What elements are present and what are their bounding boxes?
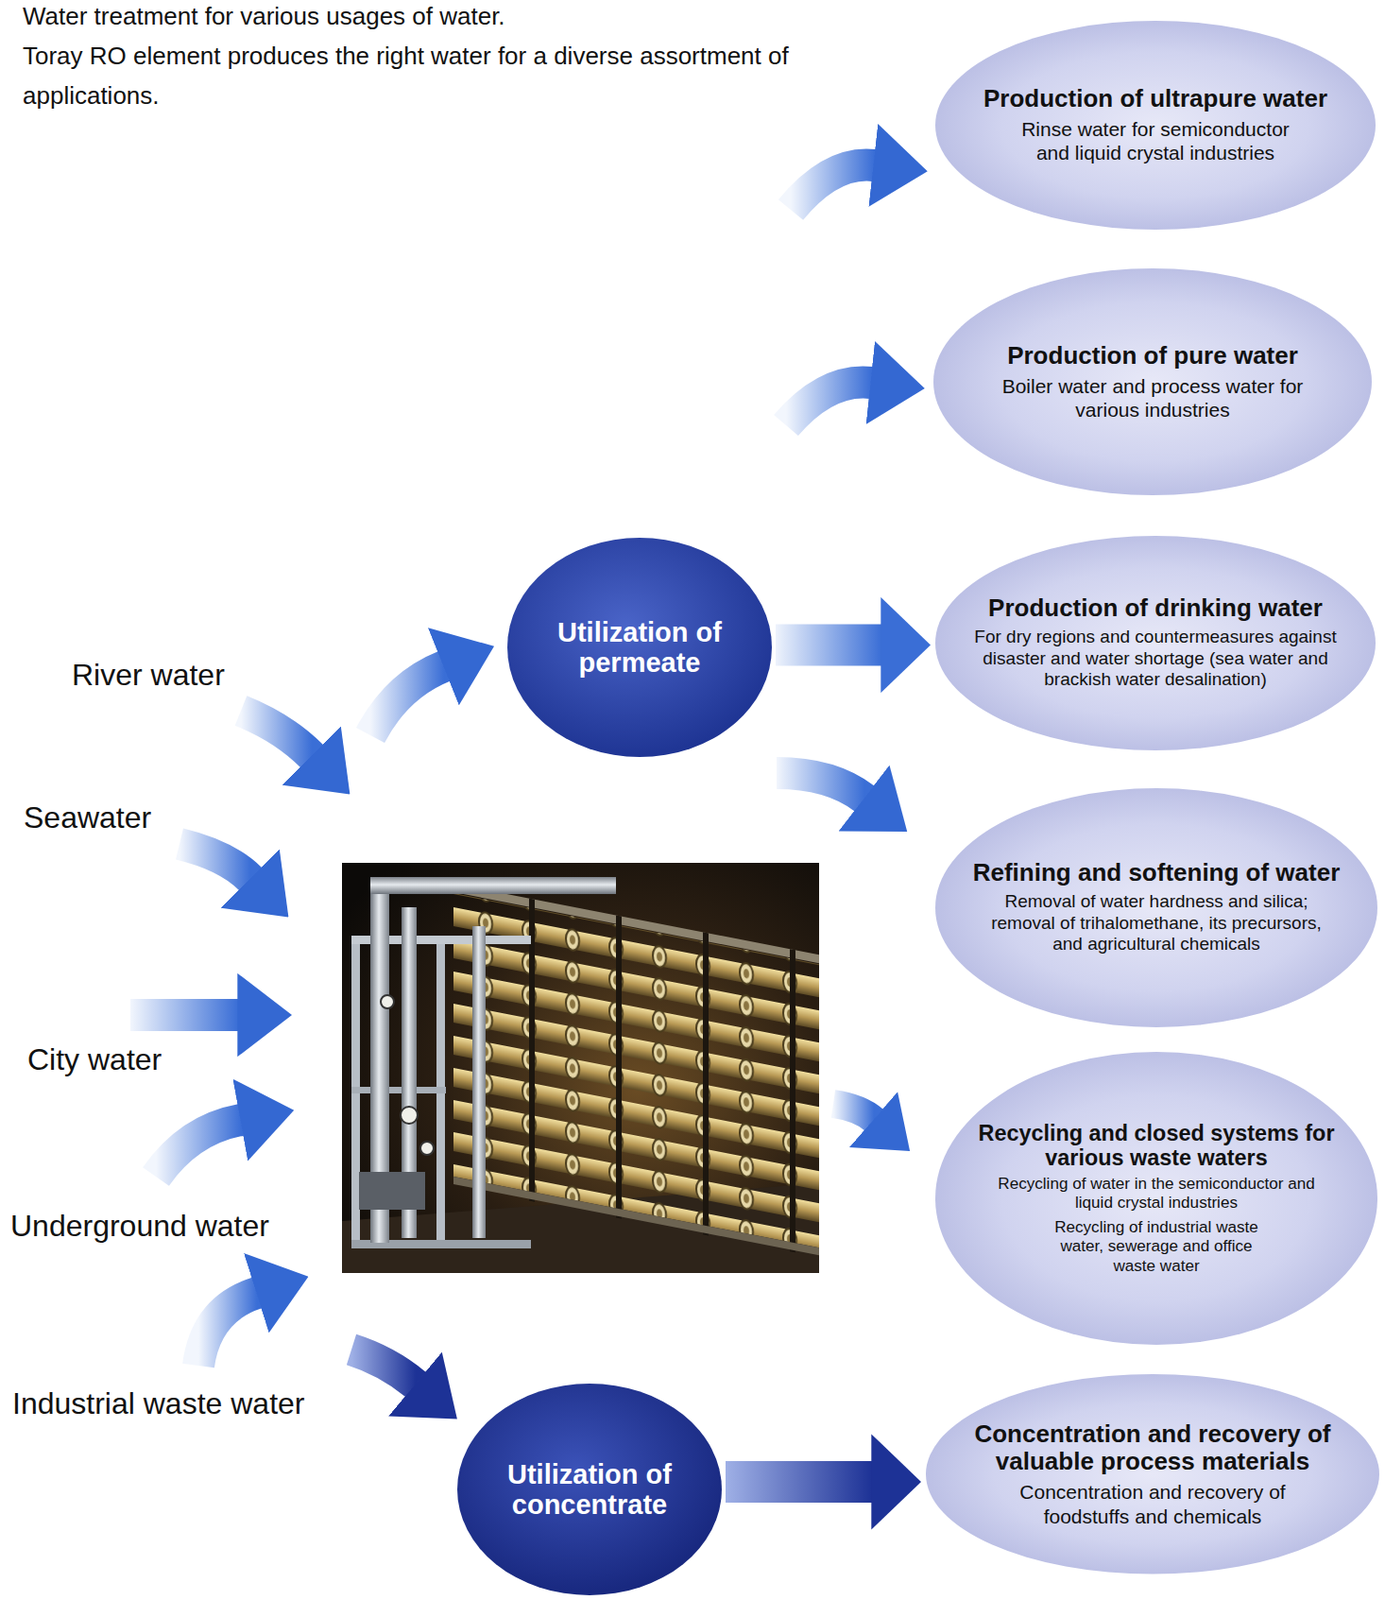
- ellipse-shape: [935, 535, 1376, 751]
- flow-arrow: [130, 998, 239, 1031]
- node-heading: Utilization of concentrate: [480, 1458, 699, 1521]
- ellipse-shape: [507, 537, 772, 757]
- flow-arrow: [155, 1119, 241, 1177]
- diagram-title: Water treatment for various usages of wa…: [22, 0, 506, 33]
- source-label: Seawater: [23, 799, 152, 836]
- source-label: City water: [27, 1041, 162, 1078]
- node-heading: Recycling and closed systems for various…: [974, 1120, 1340, 1170]
- node-content: Production of pure waterBoiler water and…: [944, 341, 1361, 422]
- application-ellipse: Production of pure waterBoiler water and…: [933, 268, 1372, 496]
- flow-connector: [775, 624, 882, 667]
- flow-arrow: [786, 382, 872, 426]
- node-heading: Utilization of permeate: [530, 616, 749, 679]
- node-body: For dry regions and countermeasures agai…: [974, 626, 1338, 691]
- node-body: Recycling of water in the semiconductor …: [986, 1174, 1327, 1214]
- application-ellipse: Concentration and recovery of valuable p…: [925, 1373, 1380, 1574]
- source-label: Industrial waste water: [12, 1385, 305, 1421]
- application-ellipse: Recycling and closed systems for various…: [935, 1051, 1378, 1345]
- ro-plant-photo: [341, 862, 820, 1273]
- flow-arrow: [833, 1103, 874, 1120]
- node-body: Rinse water for semiconductor and liquid…: [1018, 117, 1293, 165]
- node-content: Recycling and closed systems for various…: [946, 1120, 1367, 1277]
- application-ellipse: Refining and softening of waterRemoval o…: [935, 787, 1378, 1027]
- flow-arrow: [179, 843, 251, 879]
- ellipse-shape: [935, 1051, 1378, 1345]
- process-circle: Utilization of permeate: [507, 537, 772, 757]
- node-heading: Production of drinking water: [988, 594, 1323, 622]
- node-body: Removal of water hardness and silica; re…: [974, 890, 1339, 956]
- subtitle: Toray RO element produces the right wate…: [22, 35, 817, 116]
- node-body: Concentration and recovery of foodstuffs…: [987, 1479, 1318, 1527]
- node-body: Boiler water and process water for vario…: [1001, 374, 1304, 422]
- node-heading: Concentration and recovery of valuable p…: [954, 1419, 1351, 1475]
- ellipse-shape: [933, 268, 1372, 496]
- flow-connector: [725, 1460, 873, 1503]
- flow-arrow: [776, 772, 865, 799]
- node-heading: Production of ultrapure water: [983, 85, 1328, 113]
- node-heading: Refining and softening of water: [973, 858, 1341, 887]
- node-content: Utilization of concentrate: [468, 1458, 711, 1521]
- ellipse-shape: [925, 1373, 1380, 1574]
- node-body: Recycling of industrial waste water, sew…: [1050, 1217, 1264, 1277]
- node-content: Production of drinking waterFor dry regi…: [946, 594, 1365, 692]
- node-heading: Production of pure water: [1007, 341, 1299, 370]
- process-circle: Utilization of concentrate: [457, 1383, 722, 1595]
- ellipse-shape: [935, 787, 1378, 1027]
- node-content: Refining and softening of waterRemoval o…: [946, 858, 1367, 957]
- ellipse-shape: [457, 1383, 722, 1595]
- ellipse-shape: [935, 20, 1376, 230]
- application-ellipse: Production of drinking waterFor dry regi…: [935, 535, 1376, 751]
- node-content: Utilization of permeate: [518, 616, 761, 679]
- flow-arrow: [240, 710, 312, 756]
- flow-arrow: [790, 165, 874, 210]
- flow-arrow: [351, 1349, 416, 1385]
- source-label: Underground water: [10, 1207, 270, 1244]
- flow-arrow: [198, 1292, 257, 1366]
- node-content: Production of ultrapure waterRinse water…: [946, 85, 1365, 165]
- application-ellipse: Production of ultrapure waterRinse water…: [935, 20, 1376, 230]
- source-label: River water: [71, 656, 225, 693]
- node-content: Concentration and recovery of valuable p…: [937, 1419, 1368, 1528]
- flow-arrow: [370, 666, 445, 736]
